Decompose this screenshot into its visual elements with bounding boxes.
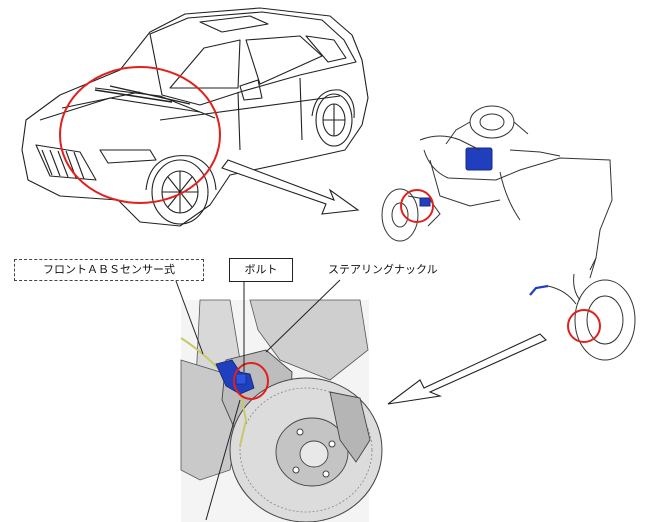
arrow-system-to-detail	[387, 333, 547, 405]
detail-highlight-circle	[233, 362, 269, 400]
leader-lower	[205, 399, 241, 521]
vehicle-highlight-circle	[59, 66, 221, 204]
leader-abs	[175, 280, 204, 355]
hydraulic-unit	[465, 147, 493, 171]
front-sensor-highlight-circle	[400, 189, 434, 223]
vehicle-illustration	[21, 7, 369, 227]
bolt-label: ボルト	[229, 258, 293, 282]
detail-view	[180, 299, 383, 522]
steering-knuckle-label: ステアリングナックル	[328, 263, 438, 276]
brake-system-layout	[381, 105, 636, 361]
leader-knuckle	[265, 279, 341, 353]
rear-sensor-highlight-circle	[567, 309, 601, 343]
leader-lines	[175, 279, 341, 521]
front-abs-sensor-label: フロントＡＢＳセンサー式	[14, 259, 204, 281]
arrow-vehicle-to-system	[221, 159, 360, 215]
